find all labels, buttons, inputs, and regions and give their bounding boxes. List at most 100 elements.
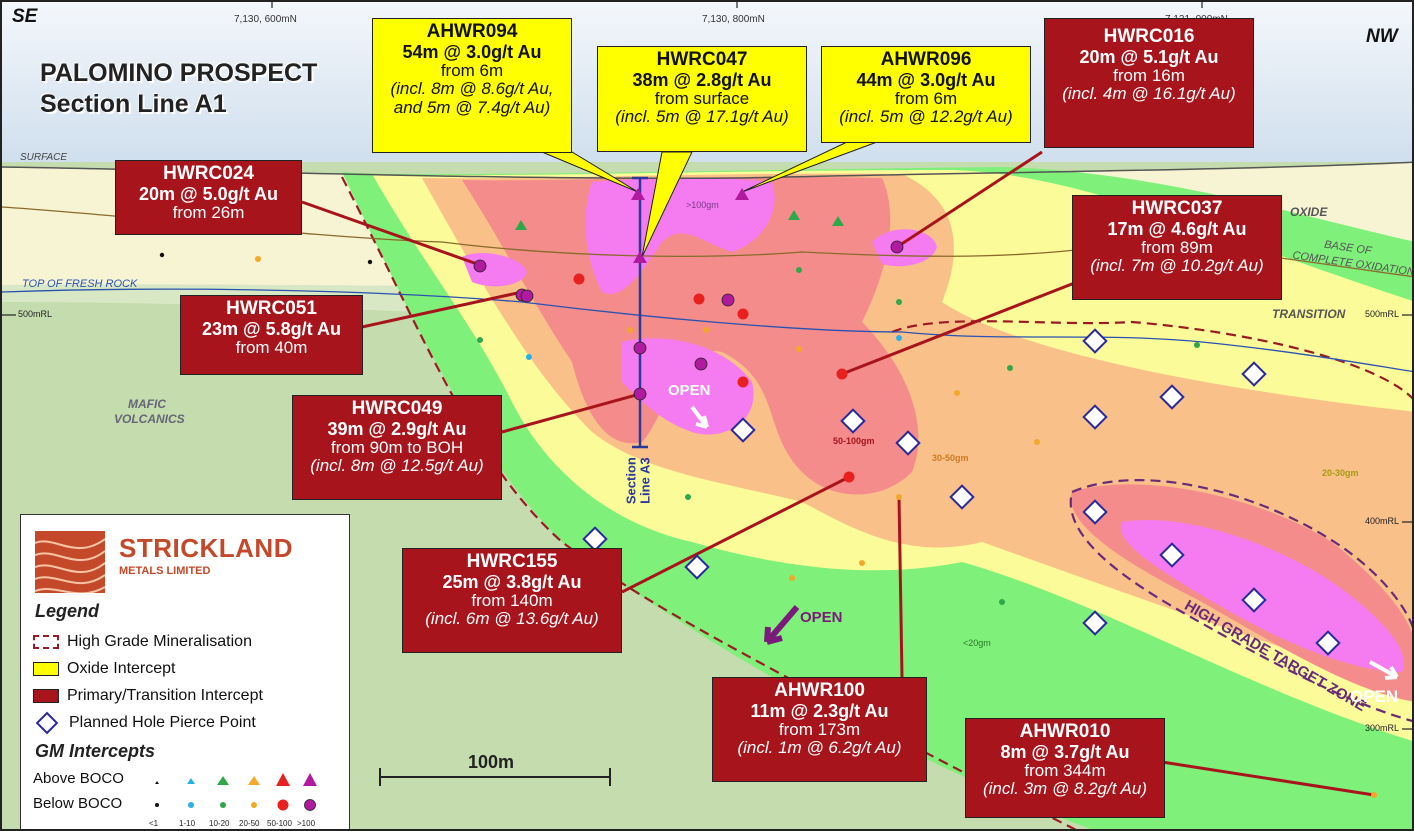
callout-grade: 44m @ 3.0g/t Au <box>856 69 996 90</box>
callout-id: HWRC049 <box>351 398 443 419</box>
grade-zone-50-100 <box>462 176 919 495</box>
callout-hwrc047: HWRC047 38m @ 2.8g/t Au from surface (in… <box>597 46 807 152</box>
title-line-2: Section Line A1 <box>40 90 227 119</box>
grade-zone-gt100-upper <box>585 178 775 294</box>
callout-grade: 25m @ 3.8g/t Au <box>442 571 582 592</box>
callout-hwrc037: HWRC037 17m @ 4.6g/t Au from 89m (incl. … <box>1072 195 1282 300</box>
zone-label-lt20: <20gm <box>963 638 991 648</box>
callout-id: HWRC047 <box>656 49 748 70</box>
zone-label-gt100: >100gm <box>686 200 719 210</box>
callout-incl: (incl. 4m @ 16.1g/t Au) <box>1062 84 1236 104</box>
callout-from: from 173m <box>778 719 861 739</box>
section-line-label-1: Section <box>623 457 639 505</box>
callout-grade: 11m @ 2.3g/t Au <box>750 700 889 721</box>
zone-label-50-100: 50-100gm <box>833 436 875 446</box>
northing-ticks <box>2 2 1412 730</box>
callout-ahwr094: AHWR094 54m @ 3.0g/t Au from 6m (incl. 8… <box>372 18 572 153</box>
legend-item-planned: Planned Hole Pierce Point <box>33 711 256 735</box>
mafic-label: MAFIC <box>128 397 166 411</box>
legend-item-high-grade: High Grade Mineralisation <box>33 633 252 651</box>
callout-incl: (incl. 5m @ 17.1g/t Au) <box>615 107 789 127</box>
callout-incl: (incl. 1m @ 6.2g/t Au) <box>737 738 902 758</box>
open-arrow-a <box>690 405 709 429</box>
callout-from: from 26m <box>172 202 245 222</box>
legend-below-boco: Below BOCO <box>33 795 123 812</box>
callout-incl: (incl. 8m @ 12.5g/t Au) <box>310 456 484 476</box>
rl400-label: 400mRL <box>1365 516 1400 526</box>
bin-label: 1-10 <box>179 819 196 828</box>
company-name: STRICKLAND <box>119 533 293 563</box>
bin-label: 50-100 <box>267 819 292 828</box>
bin-label: 10-20 <box>209 819 230 828</box>
callout-incl: (incl. 3m @ 8.2g/t Au) <box>982 779 1147 799</box>
company-logo <box>35 531 105 593</box>
yellow-callout-tails <box>541 141 878 258</box>
pointer-hwrc024 <box>301 200 481 267</box>
planned-pierce-points <box>582 328 1341 656</box>
callout-ahwr096: AHWR096 44m @ 3.0g/t Au from 6m (incl. 5… <box>821 46 1031 143</box>
callout-id: AHWR100 <box>774 680 865 701</box>
callout-incl-2: and 5m @ 7.4g/t Au) <box>393 97 551 117</box>
callout-id: HWRC155 <box>466 551 558 572</box>
gm-intercepts-title: GM Intercepts <box>35 741 156 761</box>
open-arrow-b <box>764 605 800 645</box>
legend-above-boco: Above BOCO <box>33 770 124 787</box>
pointer-hwrc016 <box>896 150 1043 249</box>
pointer-hwrc037 <box>841 280 1078 376</box>
oxide-swatch <box>33 662 59 676</box>
grade-zone-gt100-small <box>872 229 937 267</box>
callout-ahwr010: AHWR010 8m @ 3.7g/t Au from 344m (incl. … <box>965 718 1165 818</box>
scale-bar-label: 100m <box>468 752 515 772</box>
legend-title: Legend <box>35 601 100 621</box>
callout-grade: 54m @ 3.0g/t Au <box>402 41 542 62</box>
rl500-right-label: 500mRL <box>1365 309 1400 319</box>
high-grade-outline-2 <box>891 320 1412 400</box>
callout-from: from 90m to BOH <box>330 437 464 457</box>
callout-from: from 6m <box>894 88 958 108</box>
legend-label: Planned Hole Pierce Point <box>69 714 256 731</box>
legend-item-primary: Primary/Transition Intercept <box>33 687 263 705</box>
primary-swatch <box>33 689 59 703</box>
callout-incl: (incl. 5m @ 12.2g/t Au) <box>839 107 1013 127</box>
callout-id: AHWR010 <box>1019 721 1111 742</box>
callout-incl: (incl. 7m @ 10.2g/t Au) <box>1090 256 1264 276</box>
northing-2: 7,130, 800mN <box>702 14 765 25</box>
callout-pointers <box>301 150 1375 797</box>
diamond-icon <box>35 711 59 735</box>
rl300-label: 300mRL <box>1365 723 1400 733</box>
callout-from: from 6m <box>440 60 504 80</box>
gm-symbol-grid <box>155 773 317 811</box>
scale-bar-graphic <box>379 768 611 786</box>
callout-hwrc016: HWRC016 20m @ 5.1g/t Au from 16m (incl. … <box>1044 18 1254 148</box>
top-fresh-rock-line <box>2 288 1412 373</box>
callout-id: HWRC024 <box>163 163 254 184</box>
callout-hwrc024: HWRC024 20m @ 5.0g/t Au from 26m <box>115 160 302 235</box>
section-line-label: Section Line A3 <box>623 441 652 521</box>
section-line-label-2: Line A3 <box>637 457 652 504</box>
callout-hwrc049: HWRC049 39m @ 2.9g/t Au from 90m to BOH … <box>292 395 502 500</box>
callout-grade: 17m @ 4.6g/t Au <box>1107 218 1247 239</box>
callout-from: from 140m <box>471 590 553 610</box>
rl500-left-label: 500mRL <box>18 309 53 319</box>
open-label-b: OPEN <box>800 609 843 626</box>
zone-label-20-30: 20-30gm <box>1322 468 1359 478</box>
oxide-label: OXIDE <box>1290 205 1328 219</box>
pointer-hwrc051 <box>361 290 523 329</box>
page-title: PALOMINO PROSPECT Section Line A1 <box>40 58 317 121</box>
open-label-a: OPEN <box>668 382 711 399</box>
legend-panel: STRICKLAND METALS LIMITED Legend High Gr… <box>20 514 350 829</box>
callout-grade: 38m @ 2.8g/t Au <box>632 69 772 90</box>
pointer-hwrc049 <box>501 392 641 434</box>
northing-1: 7,130, 600mN <box>234 14 297 25</box>
pointer-ahwr100 <box>897 496 904 678</box>
callout-id: AHWR096 <box>880 49 972 70</box>
callout-from: from 344m <box>1024 760 1106 780</box>
callout-id: HWRC016 <box>1103 26 1195 47</box>
callout-id: HWRC051 <box>226 298 317 319</box>
title-line-1: PALOMINO PROSPECT <box>40 59 318 87</box>
bin-label: <1 <box>149 819 159 828</box>
callout-from: from 16m <box>1113 65 1185 85</box>
callout-from: from 89m <box>1141 237 1213 257</box>
grade-zone-gt100-mid <box>622 338 754 435</box>
